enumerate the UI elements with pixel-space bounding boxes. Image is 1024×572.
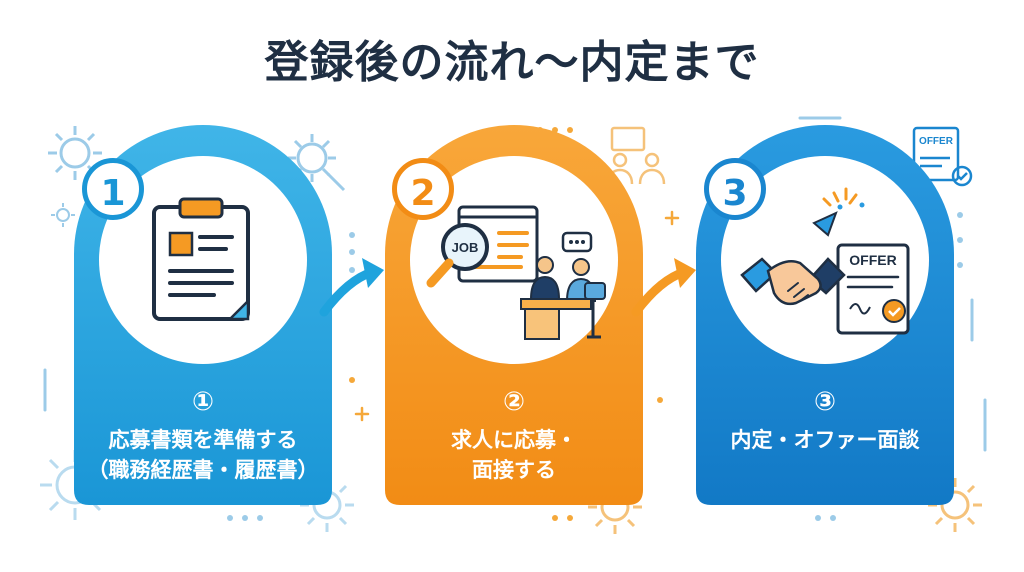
step-card-3: OFFER ③ 内定・オファー面談: [696, 125, 954, 505]
step-number-badge: 1: [82, 158, 144, 220]
page-title: 登録後の流れ〜内定まで: [264, 37, 760, 88]
step-card-2: JOB ② 求人に応募・ 面接する: [385, 125, 643, 505]
arrow-right-icon: [631, 258, 696, 317]
step-mark: ③: [813, 387, 836, 417]
arrow-right-icon: [319, 258, 384, 317]
step-mark: ②: [502, 387, 525, 417]
step-subtitle: 面接する: [472, 458, 556, 482]
job-interview-icon: JOB: [426, 205, 606, 340]
offer-label: OFFER: [849, 252, 896, 268]
step-number-badge: 2: [392, 158, 454, 220]
job-label: JOB: [452, 240, 479, 255]
step-number-badge: 3: [704, 158, 766, 220]
step-subtitle: （職務経歴書・履歴書）: [87, 458, 319, 482]
handshake-offer-icon: OFFER: [740, 187, 910, 335]
gear-icon: [51, 203, 75, 227]
offer-document-icon: OFFER: [912, 126, 973, 187]
step-title: 内定・オファー面談: [730, 428, 920, 452]
step-title: 求人に応募・: [451, 428, 577, 452]
step-card-1: ① 応募書類を準備する （職務経歴書・履歴書）: [74, 125, 332, 505]
corner-offer-label: OFFER: [919, 136, 954, 147]
step-mark: ①: [191, 387, 214, 417]
clipboard-resume-icon: [152, 197, 250, 321]
gear-icon: [928, 478, 982, 532]
step-title: 応募書類を準備する: [108, 428, 298, 452]
